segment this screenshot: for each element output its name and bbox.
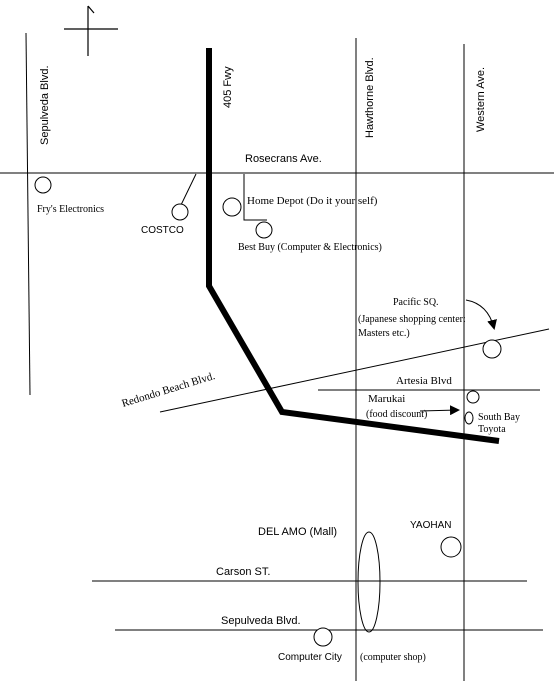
label-hawthorne: Hawthorne Blvd. xyxy=(364,57,376,138)
label-artesia: Artesia Blvd xyxy=(396,375,452,387)
label-home-depot: Home Depot (Do it your self) xyxy=(247,195,378,207)
label-computer-city: Computer City xyxy=(278,652,342,663)
label-sepulveda-vertical: Sepulveda Blvd. xyxy=(39,66,51,146)
label-pacific-sq-note-1: (Japanese shopping center: xyxy=(358,314,466,325)
label-marukai-note: (food discount) xyxy=(366,409,427,420)
label-405-fwy: 405 Fwy xyxy=(222,66,234,108)
location-circle-icon xyxy=(482,339,502,359)
costco-leader-line xyxy=(180,173,197,206)
marukai-arrow xyxy=(419,405,460,416)
home-depot-leader-line xyxy=(243,174,267,221)
pacific-sq-arrow xyxy=(465,299,497,330)
del-amo-mall-outline xyxy=(357,531,381,633)
label-costco: COSTCO xyxy=(141,225,184,236)
label-del-amo: DEL AMO (Mall) xyxy=(258,526,337,538)
label-south-bay: South Bay xyxy=(478,412,520,423)
road-redondo-beach xyxy=(159,328,550,413)
location-circle-icon xyxy=(171,203,189,221)
location-circle-icon xyxy=(34,176,52,194)
label-toyota: Toyota xyxy=(478,424,506,435)
label-rosecrans: Rosecrans Ave. xyxy=(245,153,322,165)
road-sepulveda-vertical xyxy=(25,32,31,396)
label-marukai: Marukai xyxy=(368,393,405,405)
freeway-405 xyxy=(206,48,500,444)
label-pacific-sq: Pacific SQ. xyxy=(393,297,439,308)
label-frys: Fry's Electronics xyxy=(37,204,104,215)
location-circle-icon xyxy=(466,390,480,404)
label-computer-city-note: (computer shop) xyxy=(360,652,426,663)
label-pacific-sq-note-2: Masters etc.) xyxy=(358,328,410,339)
location-circle-icon xyxy=(464,411,474,425)
location-circle-icon xyxy=(440,536,462,558)
label-carson: Carson ST. xyxy=(216,566,270,578)
location-circle-icon xyxy=(222,197,242,217)
label-yaohan: YAOHAN xyxy=(410,520,452,531)
label-sepulveda-horizontal: Sepulveda Blvd. xyxy=(221,615,301,627)
location-circle-icon xyxy=(255,221,273,239)
location-circle-icon xyxy=(313,627,333,647)
label-western: Western Ave. xyxy=(475,67,487,132)
label-best-buy: Best Buy (Computer & Electronics) xyxy=(238,242,382,253)
north-arrow-icon xyxy=(64,5,118,56)
